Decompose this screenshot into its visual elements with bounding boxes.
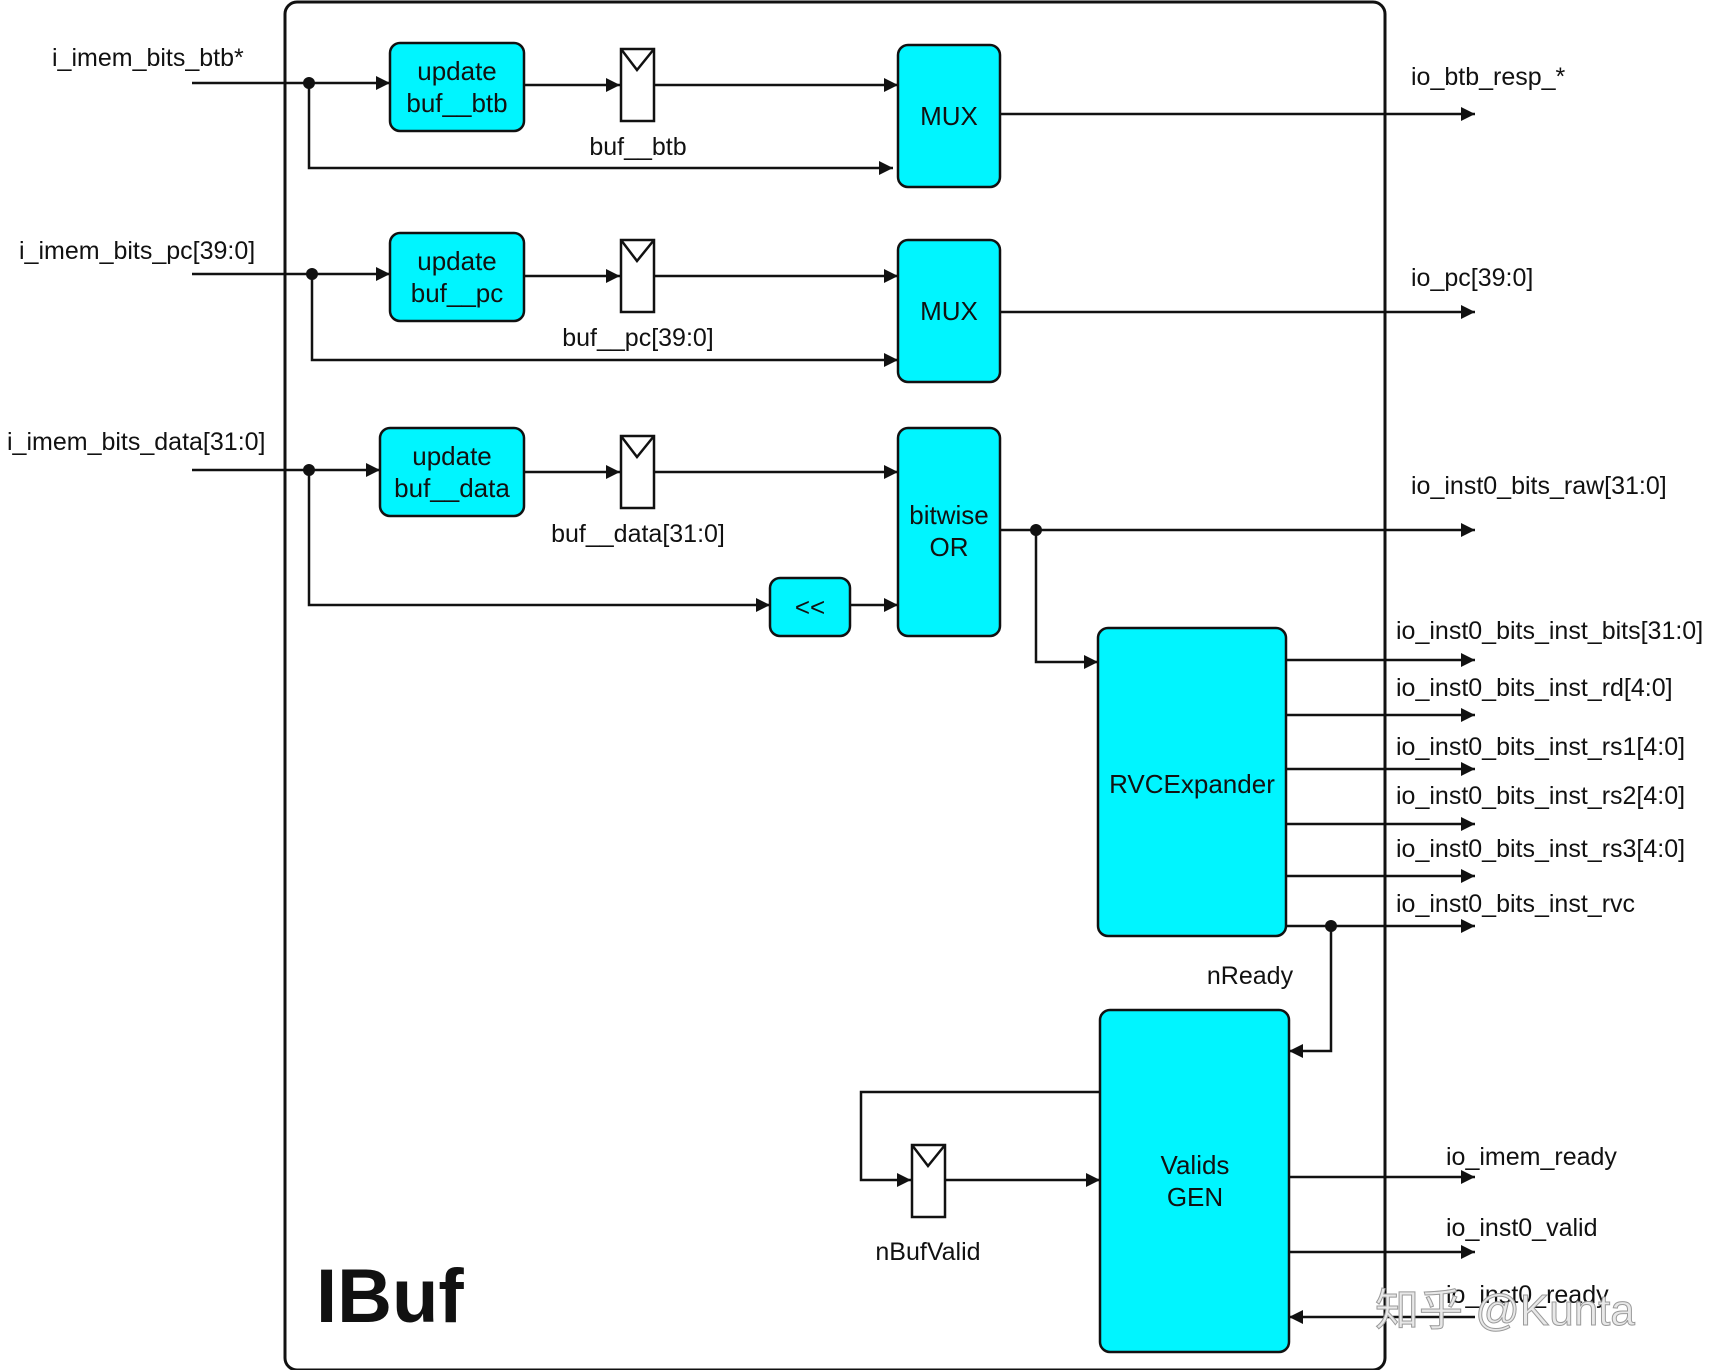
- module-title: IBuf: [316, 1254, 464, 1339]
- output-inst-rs1-label: io_inst0_bits_inst_rs1[4:0]: [1396, 733, 1685, 761]
- rvc-outputs: [1286, 653, 1475, 1058]
- output-btb-resp-label: io_btb_resp_*: [1411, 63, 1566, 91]
- nbufvalid-label: nBufValid: [875, 1238, 980, 1266]
- input-pc-label: i_imem_bits_pc[39:0]: [19, 237, 255, 265]
- buf-pc-label: buf__pc[39:0]: [562, 324, 714, 352]
- buf-data-label: buf__data[31:0]: [551, 520, 725, 548]
- valids-gen-block: [1098, 1008, 1291, 1354]
- bitwise-or-block: [896, 426, 1002, 638]
- input-btb-label: i_imem_bits_btb*: [52, 44, 244, 72]
- nbufvalid-register: [910, 1143, 947, 1219]
- buf-btb-register: [619, 47, 656, 123]
- nready-label: nReady: [1207, 962, 1294, 990]
- update-buf-data-block: [378, 426, 526, 518]
- bitwise-or-line2: OR: [930, 532, 969, 562]
- buf-data-register: [619, 434, 656, 510]
- output-inst-rvc-label: io_inst0_bits_inst_rvc: [1396, 890, 1635, 918]
- output-inst-rs2-label: io_inst0_bits_inst_rs2[4:0]: [1396, 782, 1685, 810]
- output-raw-label: io_inst0_bits_raw[31:0]: [1411, 472, 1667, 500]
- mux-pc-block: [896, 238, 1002, 384]
- output-inst-rd-label: io_inst0_bits_inst_rd[4:0]: [1396, 674, 1673, 702]
- update-buf-btb-block: [388, 41, 526, 133]
- valids-gen-line1: Valids: [1161, 1150, 1230, 1180]
- input-inst0-ready-label: io_inst0_ready: [1446, 1281, 1609, 1309]
- output-inst-rs3-label: io_inst0_bits_inst_rs3[4:0]: [1396, 835, 1685, 863]
- shift-left-block: [768, 576, 852, 638]
- rvc-expander-label: RVCExpander: [1109, 769, 1275, 799]
- buf-pc-register: [619, 238, 656, 314]
- update-buf-data-line1: update: [412, 441, 492, 471]
- shift-left-label: <<: [795, 592, 825, 622]
- watermark: 知乎 @Kunta: [1375, 1286, 1635, 1335]
- buf-btb-label: buf__btb: [589, 133, 686, 161]
- update-buf-btb-line2: buf__btb: [406, 88, 507, 118]
- btb-path: [192, 76, 1475, 175]
- mux-pc-label: MUX: [920, 296, 978, 326]
- input-data-label: i_imem_bits_data[31:0]: [7, 428, 265, 456]
- update-buf-pc-line1: update: [417, 246, 497, 276]
- update-buf-btb-line1: update: [417, 56, 497, 86]
- output-imem-ready-label: io_imem_ready: [1446, 1143, 1617, 1171]
- data-path: [192, 463, 1475, 669]
- module-frame: [283, 0, 1387, 1370]
- output-inst0-valid-label: io_inst0_valid: [1446, 1214, 1598, 1242]
- bitwise-or-line1: bitwise: [909, 500, 988, 530]
- update-buf-pc-line2: buf__pc: [411, 278, 504, 308]
- rvc-expander-block: [1096, 626, 1288, 938]
- output-inst-bits-label: io_inst0_bits_inst_bits[31:0]: [1396, 617, 1703, 645]
- update-buf-pc-block: [388, 231, 526, 323]
- output-pc-label: io_pc[39:0]: [1411, 264, 1533, 292]
- update-buf-data-line2: buf__data: [394, 473, 510, 503]
- valids-wires: [859, 1090, 1475, 1324]
- valids-gen-line2: GEN: [1167, 1182, 1223, 1212]
- pc-path: [192, 267, 1475, 367]
- mux-btb-block: [896, 43, 1002, 189]
- mux-btb-label: MUX: [920, 101, 978, 131]
